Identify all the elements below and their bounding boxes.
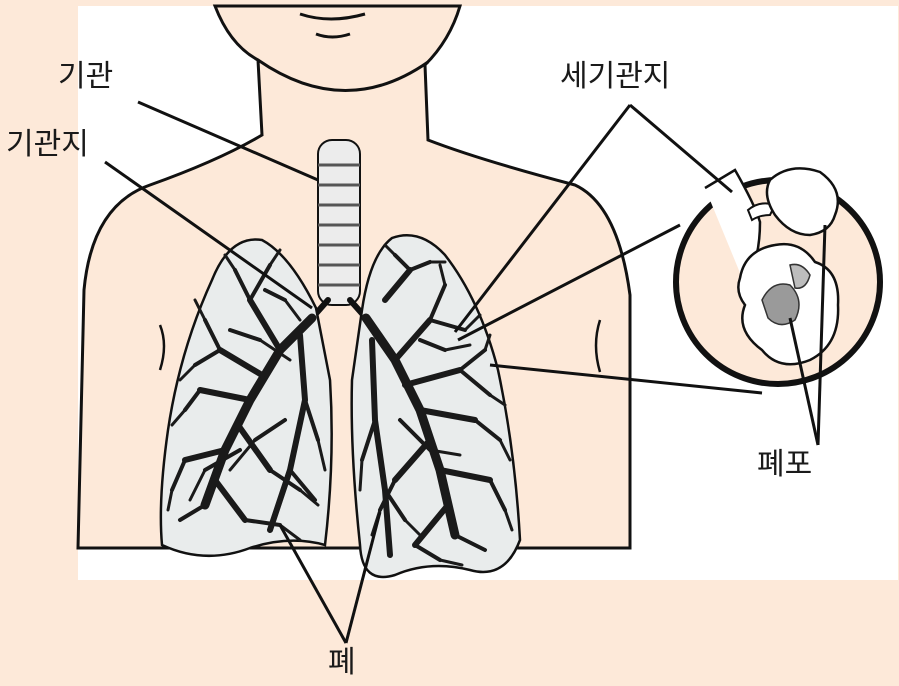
trachea [312,140,366,318]
lung-label: 폐 [328,648,356,678]
trachea-label: 기관 [58,62,113,92]
bronchiole-label: 세기관지 [560,62,670,92]
alveoli-label: 폐포 [757,450,812,480]
bronchus-label: 기관지 [6,130,89,160]
